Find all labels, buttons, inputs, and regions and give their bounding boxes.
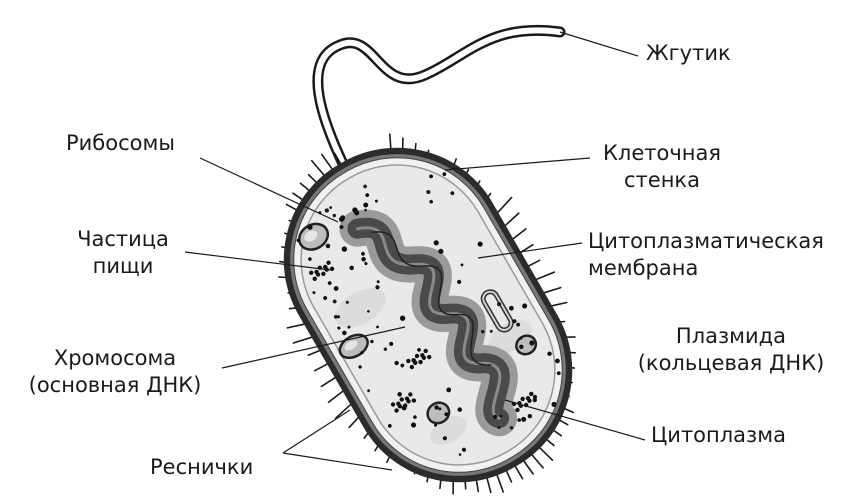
pilus-hair — [312, 161, 325, 176]
pilus-hair — [537, 272, 555, 279]
label-plasmid-line2: (кольцевая ДНК) — [612, 350, 850, 377]
label-cytoplasmic-membrane: Цитоплазматическая мембрана — [588, 228, 824, 282]
pilus-hair — [315, 364, 327, 371]
pilus-hair — [531, 454, 543, 468]
label-cytoplasm-text: Цитоплазма — [651, 422, 786, 449]
label-membrane-line1: Цитоплазматическая — [588, 228, 824, 255]
label-cell-wall-line2: стенка — [592, 167, 732, 194]
label-ribosomes-text: Рибосомы — [66, 130, 175, 157]
pilus-hair — [322, 154, 332, 169]
label-cell-wall: Клеточная стенка — [592, 140, 732, 194]
pilus-hair — [308, 351, 319, 356]
leader-flagellum — [560, 32, 638, 56]
pilus-hair — [506, 213, 519, 225]
pilus-hair — [516, 467, 523, 479]
label-chromosome-line1: Хромосома — [0, 345, 230, 372]
pilus-hair — [513, 229, 526, 239]
label-flagellum: Жгутик — [646, 40, 731, 67]
pilus-hair — [497, 474, 503, 492]
pilus-hair — [329, 391, 343, 402]
leader-pili-2 — [283, 453, 392, 470]
label-cytoplasm: Цитоплазма — [651, 422, 786, 449]
leader-pili-1 — [283, 410, 350, 453]
label-food-particle-line2: пищи — [60, 253, 186, 280]
pilus-hair — [293, 337, 311, 343]
label-food-particle: Частица пищи — [60, 226, 186, 280]
label-chromosome: Хромосома (основная ДНК) — [0, 345, 230, 399]
pilus-hair — [287, 324, 304, 328]
label-pili-text: Реснички — [150, 454, 253, 481]
leader-cell-wall — [445, 158, 590, 170]
pilus-hair — [321, 378, 335, 387]
label-flagellum-text: Жгутик — [646, 40, 731, 67]
pilus-hair — [498, 198, 512, 213]
pilus-hair — [349, 418, 358, 428]
label-plasmid: Плазмида (кольцевая ДНК) — [612, 323, 850, 377]
label-ribosomes: Рибосомы — [66, 130, 175, 157]
pilus-hair — [552, 303, 567, 306]
label-cell-wall-line1: Клеточная — [592, 140, 732, 167]
pilus-hair — [507, 471, 512, 482]
pilus-hair — [545, 288, 561, 293]
pilus-hair — [524, 461, 533, 474]
label-membrane-line2: мембрана — [588, 255, 824, 282]
label-food-particle-line1: Частица — [60, 226, 186, 253]
label-pili: Реснички — [150, 454, 253, 481]
pilus-hair — [529, 260, 540, 266]
label-chromosome-line2: (основная ДНК) — [0, 372, 230, 399]
label-plasmid-line1: Плазмида — [612, 323, 850, 350]
pilus-hair — [538, 446, 552, 460]
flagellum-shape — [318, 30, 560, 168]
cell-body — [244, 107, 613, 500]
